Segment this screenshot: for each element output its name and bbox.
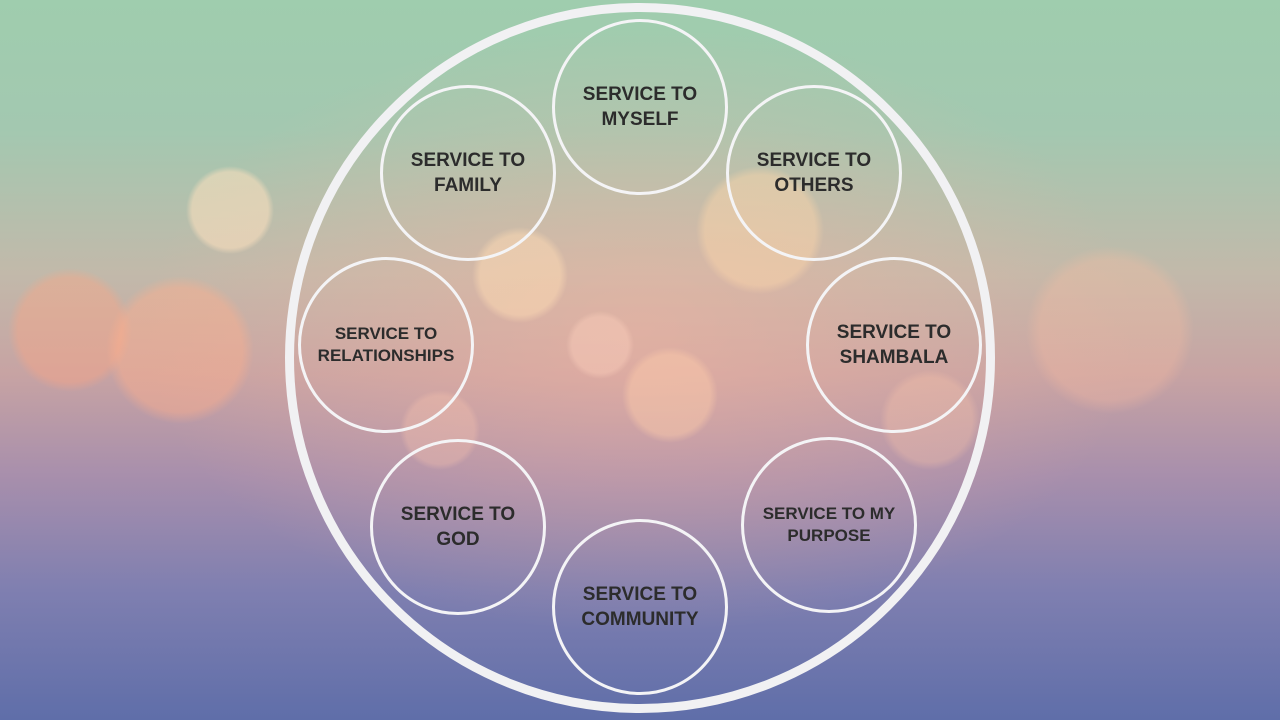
- node-label-line: PURPOSE: [787, 526, 871, 545]
- node-service-to-god: SERVICE TO GOD: [370, 439, 546, 615]
- node-service-to-others: SERVICE TO OTHERS: [726, 85, 902, 261]
- node-label-line: SERVICE TO: [410, 150, 526, 171]
- node-label: SERVICE TO OTHERS: [734, 148, 894, 198]
- node-label-line: SHAMBALA: [839, 347, 949, 368]
- node-label: SERVICE TO MY PURPOSE: [749, 503, 909, 547]
- node-service-to-myself: SERVICE TO MYSELF: [552, 19, 728, 195]
- node-label-line: RELATIONSHIPS: [317, 346, 455, 365]
- node-label-line: MYSELF: [601, 109, 679, 130]
- node-label-line: GOD: [436, 529, 480, 550]
- node-service-to-my-purpose: SERVICE TO MY PURPOSE: [741, 437, 917, 613]
- node-label-line: SERVICE TO: [582, 584, 698, 605]
- node-label-line: FAMILY: [434, 175, 502, 196]
- node-label: SERVICE TO SHAMBALA: [814, 320, 974, 370]
- node-label: SERVICE TO GOD: [378, 502, 538, 552]
- node-service-to-relationships: SERVICE TO RELATIONSHIPS: [298, 257, 474, 433]
- node-label-line: SERVICE TO: [334, 324, 438, 343]
- node-label-line: SERVICE TO: [836, 322, 952, 343]
- node-label-line: SERVICE TO: [400, 504, 516, 525]
- outer-ring: [285, 3, 995, 713]
- node-label: SERVICE TO RELATIONSHIPS: [306, 323, 466, 367]
- node-label-line: OTHERS: [774, 175, 854, 196]
- node-label: SERVICE TO FAMILY: [388, 148, 548, 198]
- node-label: SERVICE TO MYSELF: [560, 82, 720, 132]
- node-service-to-community: SERVICE TO COMMUNITY: [552, 519, 728, 695]
- node-service-to-family: SERVICE TO FAMILY: [380, 85, 556, 261]
- node-label: SERVICE TO COMMUNITY: [560, 582, 720, 632]
- node-service-to-shambala: SERVICE TO SHAMBALA: [806, 257, 982, 433]
- node-label-line: SERVICE TO MY: [762, 504, 896, 523]
- node-label-line: SERVICE TO: [582, 84, 698, 105]
- node-label-line: SERVICE TO: [756, 150, 872, 171]
- node-label-line: COMMUNITY: [581, 609, 699, 630]
